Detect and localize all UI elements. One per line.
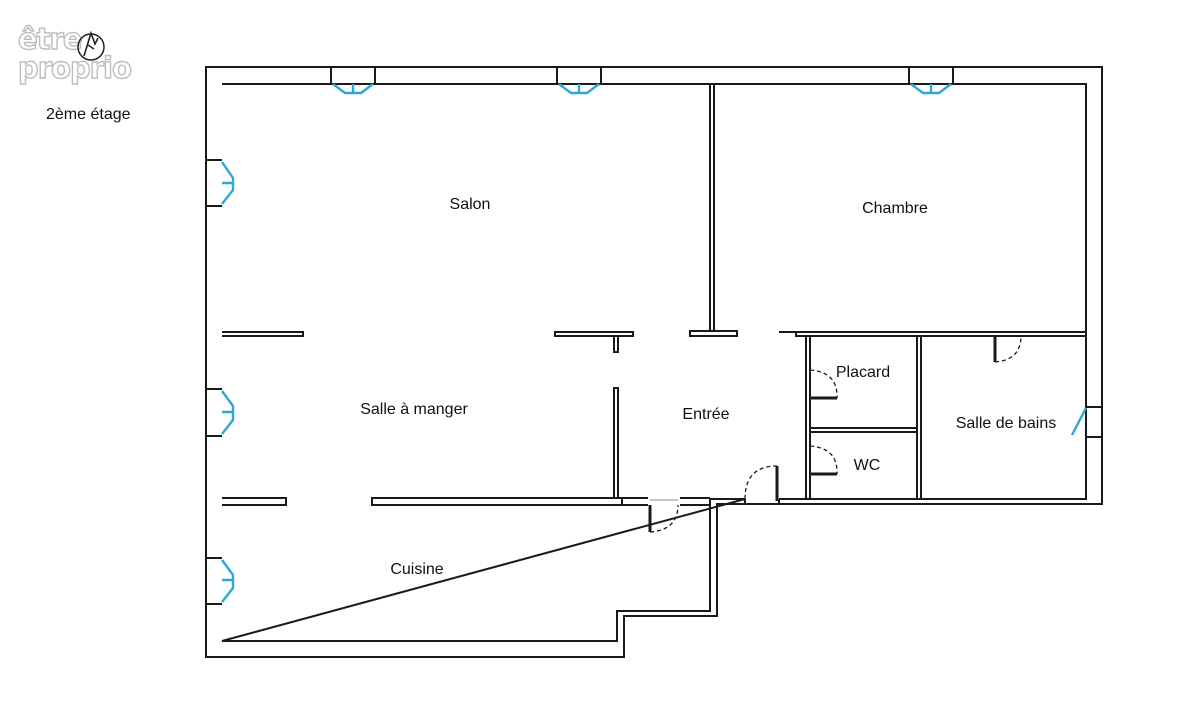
door-wc [809, 445, 838, 476]
room-label-entree: Entrée [682, 406, 729, 423]
wall-chambre-bottom [795, 331, 1087, 337]
room-label-salle-de-bains: Salle de bains [956, 415, 1057, 432]
wall-cuisine-entree [622, 497, 710, 506]
room-label-salon: Salon [450, 196, 491, 213]
room-label-cuisine: Cuisine [390, 561, 443, 578]
room-label-wc: WC [854, 457, 881, 474]
door-entree [744, 465, 779, 501]
wall-entree-west [613, 387, 619, 499]
compass-icon [77, 30, 105, 61]
doors [648, 335, 1022, 533]
wall-sdb-left [916, 336, 922, 500]
wall-salon-sam-mid [554, 331, 634, 337]
door-sdb [993, 335, 1022, 363]
outer-walls [205, 66, 1103, 658]
outer-wall-exterior [205, 66, 1103, 658]
window-salon-top-2 [556, 67, 602, 95]
floor-label: 2ème étage [46, 106, 131, 123]
window-cuisine-left [206, 557, 235, 605]
door-cuisine [648, 499, 679, 533]
logo-line-2: proprio [18, 51, 131, 85]
window-salon-left [206, 159, 235, 207]
wall-placard-wc-outer [805, 336, 811, 500]
wall-entree-top-stub [689, 330, 738, 337]
wall-stub-small [613, 336, 619, 353]
entry-threshold [744, 499, 780, 504]
interior-walls [222, 84, 1087, 506]
room-label-placard: Placard [836, 364, 890, 381]
room-labels: Salon Chambre Salle à manger Entrée Plac… [360, 196, 1056, 578]
window-salon-top-1 [330, 67, 376, 95]
wall-salon-chambre [709, 84, 715, 332]
wall-salon-sam-left [222, 331, 304, 337]
wall-sam-cuisine-right [371, 497, 623, 506]
window-chambre-top [908, 67, 954, 95]
door-placard [809, 369, 838, 400]
room-label-chambre: Chambre [862, 200, 928, 217]
window-sam-left [206, 388, 235, 437]
logo: être proprio [17, 21, 132, 85]
windows [206, 67, 1102, 605]
room-label-salle-a-manger: Salle à manger [360, 401, 468, 418]
window-sdb-right [1070, 406, 1102, 438]
wall-sam-cuisine-left [222, 497, 287, 506]
logo-line-1: être [18, 22, 82, 56]
outer-wall-interior [221, 83, 1087, 642]
